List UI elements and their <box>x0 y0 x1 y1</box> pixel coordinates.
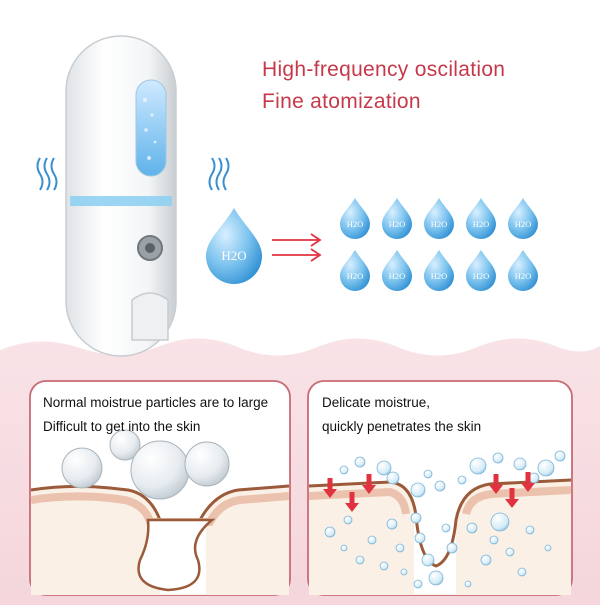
small-drop-label: H2O <box>473 271 490 281</box>
right-panel-line-1: Delicate moistrue, <box>322 395 431 410</box>
small-drop-label: H2O <box>431 219 448 229</box>
bubble-icon <box>428 570 444 586</box>
bubble-icon <box>413 579 423 589</box>
bubble-icon <box>517 567 527 577</box>
right-panel-line-2: quickly penetrates the skin <box>322 419 482 434</box>
small-drop-label: H2O <box>389 271 406 281</box>
water-drop-icon: H2O <box>508 198 538 239</box>
bubble-icon <box>490 512 510 532</box>
bubble-icon <box>554 450 566 462</box>
bubble-icon <box>410 512 422 524</box>
bubble-icon <box>386 471 400 485</box>
bubble-icon <box>544 544 552 552</box>
bubble-icon <box>446 542 458 554</box>
bubble-icon <box>421 553 435 567</box>
bubble-icon <box>355 555 365 565</box>
bubble-icon <box>457 475 467 485</box>
bubble-icon <box>423 469 433 479</box>
water-drop-icon: H2O <box>382 250 412 291</box>
small-drop-label: H2O <box>347 271 364 281</box>
bubble-icon <box>343 515 353 525</box>
water-drop-icon: H2O <box>424 198 454 239</box>
red-down-arrow-icon <box>323 472 535 512</box>
big-drop-label: H2O <box>221 248 246 263</box>
bubble-icon <box>386 518 398 530</box>
water-drop-icon: H2O <box>340 250 370 291</box>
water-drop-icon: H2O <box>340 198 370 239</box>
bubble-icon <box>414 532 426 544</box>
bubble-icon <box>513 457 527 471</box>
bubble-icon <box>324 526 336 538</box>
bubble-icon <box>400 568 408 576</box>
small-bubbles <box>324 450 566 589</box>
small-drop-label: H2O <box>389 219 406 229</box>
skin-layer-left <box>31 486 289 595</box>
bubble-icon <box>340 544 348 552</box>
water-drop-icon: H2O <box>466 250 496 291</box>
bubble-icon <box>367 535 377 545</box>
small-drop-label: H2O <box>515 219 532 229</box>
bubble-icon <box>492 452 504 464</box>
small-drop-label: H2O <box>473 219 490 229</box>
bubble-icon <box>376 460 392 476</box>
small-drop-label: H2O <box>347 219 364 229</box>
left-panel-line-1: Normal moistrue particles are to large <box>43 395 269 410</box>
big-water-drop-icon: H2O <box>206 208 262 284</box>
bubble-icon <box>434 480 446 492</box>
double-arrow-icon <box>272 233 322 262</box>
bubble-icon <box>354 456 366 468</box>
bubble-icon <box>469 457 487 475</box>
left-panel-line-2: Difficult to get into the skin <box>43 419 201 434</box>
bubble-icon <box>395 543 405 553</box>
bubble-icon <box>379 561 389 571</box>
skin-layer-right <box>309 480 571 595</box>
bubble-icon <box>489 535 499 545</box>
water-drop-icon: H2O <box>508 250 538 291</box>
bubble-icon <box>466 522 478 534</box>
bubble-icon <box>441 523 451 533</box>
small-drop-label: H2O <box>515 271 532 281</box>
water-drop-icon: H2O <box>382 198 412 239</box>
bubble-icon <box>61 429 230 500</box>
water-drop-icon: H2O <box>466 198 496 239</box>
headline-line-2: Fine atomization <box>262 90 421 113</box>
bubble-icon <box>537 459 555 477</box>
headline-line-1: High-frequency oscilation <box>262 58 506 81</box>
small-drop-label: H2O <box>431 271 448 281</box>
water-drop-icon: H2O <box>424 250 454 291</box>
bubble-icon <box>480 554 492 566</box>
bubble-icon <box>525 525 535 535</box>
bubble-icon <box>464 580 472 588</box>
small-drops-grid: H2O H2O H2O H2O H2O H2O H2O H2O H2O H2O <box>340 198 538 291</box>
bubble-icon <box>505 547 515 557</box>
bubble-icon <box>410 482 426 498</box>
bubble-icon <box>339 465 349 475</box>
